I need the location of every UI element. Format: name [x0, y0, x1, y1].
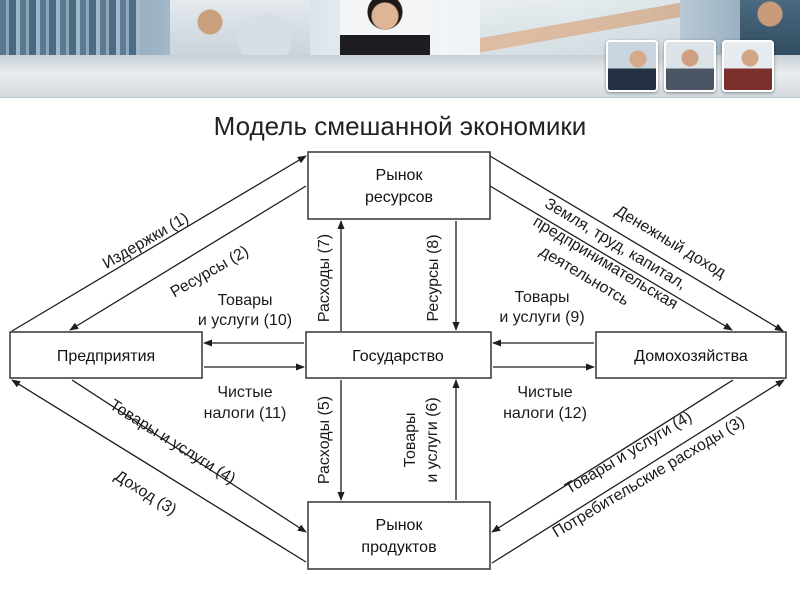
node-resource-market-line2: ресурсов [365, 189, 433, 206]
arrow-land-labor-capital [489, 185, 733, 331]
label-goods-9-line1: Товары [514, 289, 569, 306]
arrow-income-3 [11, 379, 307, 563]
label-expenses-7: Расходы (7) [316, 234, 333, 322]
label-income-3: Доход (3) [111, 468, 179, 519]
label-goods-6-line2: и услуги (6) [424, 397, 441, 482]
label-goods-10-line1: Товары [217, 292, 272, 309]
node-state: Государство [305, 331, 492, 379]
businesswoman-photo-icon [340, 0, 430, 60]
label-net-taxes-12-line2: налоги (12) [503, 405, 587, 422]
label-goods-9-line2: и услуги (9) [499, 309, 584, 326]
meeting-thumbnail-icon [606, 40, 658, 92]
label-net-taxes-12-line1: Чистые [517, 384, 572, 401]
businessman-thumbnail-icon [664, 40, 716, 92]
node-state-label: Государство [352, 348, 444, 365]
label-net-taxes-11-line2: налоги (11) [204, 405, 287, 422]
towers-photo-icon [0, 0, 140, 60]
header-banner [0, 0, 800, 60]
node-resource-market: Рынок ресурсов [307, 151, 491, 220]
arrow-resources-2 [69, 185, 307, 331]
label-resources-8: Ресурсы (8) [425, 234, 442, 321]
node-households: Домохозяйства [595, 331, 787, 379]
node-product-market: Рынок продуктов [307, 501, 491, 570]
label-goods-10-line2: и услуги (10) [198, 312, 292, 329]
arrow-money-income [489, 155, 784, 332]
label-goods-6-line1: Товары [402, 412, 419, 467]
laptop-photo-icon [170, 0, 310, 60]
label-costs-1: Издержки (1) [100, 210, 192, 273]
node-product-market-line1: Рынок [376, 517, 424, 534]
label-net-taxes-11-line1: Чистые [217, 384, 272, 401]
label-expenses-5: Расходы (5) [316, 396, 333, 484]
mixed-economy-diagram: Модель смешанной экономики Рынок ресурсо… [0, 100, 800, 600]
arrow-goods-services-4-left [71, 379, 307, 533]
node-enterprises: Предприятия [9, 331, 203, 379]
arrow-consumer-expenses-3 [491, 379, 785, 564]
phone-call-thumbnail-icon [722, 40, 774, 92]
node-households-label: Домохозяйства [634, 348, 748, 365]
node-enterprises-label: Предприятия [57, 348, 155, 365]
arrow-costs-1 [11, 155, 307, 332]
node-product-market-line2: продуктов [361, 539, 436, 556]
node-resource-market-line1: Рынок [376, 167, 424, 184]
diagram-title: Модель смешанной экономики [214, 111, 587, 141]
arrow-goods-services-4-right [491, 379, 734, 533]
